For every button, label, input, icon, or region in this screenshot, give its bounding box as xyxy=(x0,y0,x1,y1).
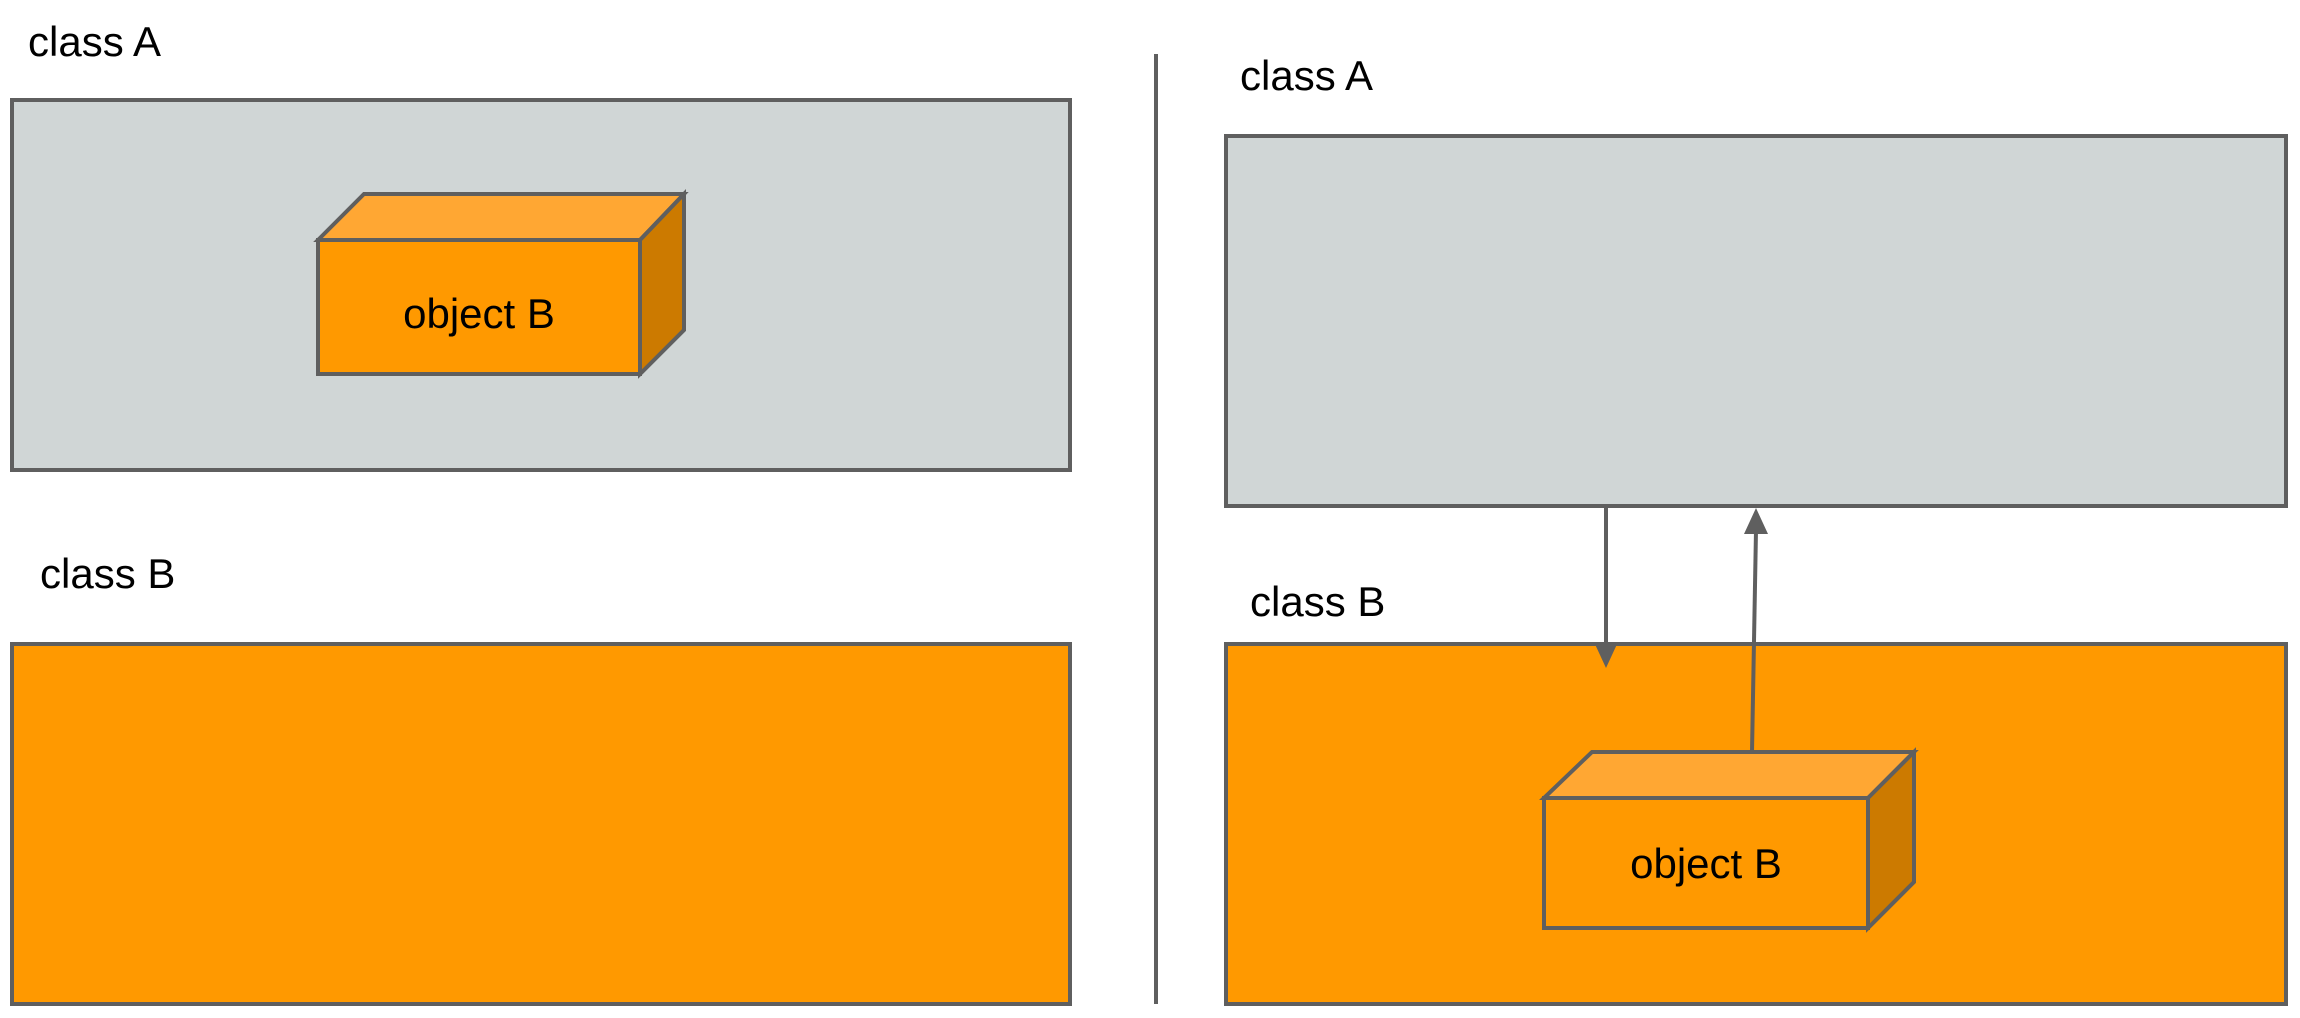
right-object-b-label: object B xyxy=(1630,840,1782,887)
left-object-b-top-face xyxy=(313,192,689,242)
left-object-b-label: object B xyxy=(403,290,555,337)
left-class-a-label: class A xyxy=(28,18,161,65)
right-panel: class A class B object B xyxy=(1224,52,2288,1006)
right-object-b-top-face xyxy=(1539,750,1919,800)
class-a-to-class-b-arrowhead xyxy=(1594,642,1618,668)
object-b-to-class-a-arrowhead xyxy=(1744,508,1768,534)
left-class-b-label: class B xyxy=(40,550,175,597)
right-class-b-label: class B xyxy=(1250,578,1385,625)
left-class-b-box xyxy=(10,642,1072,1006)
right-object-b-box: object B xyxy=(1539,747,1919,933)
left-panel: class A object B class B xyxy=(10,18,1072,1006)
object-b-to-class-a-arrow xyxy=(1750,529,1758,753)
right-object-b-front-face xyxy=(1542,796,1870,930)
left-object-b-box: object B xyxy=(313,189,689,379)
right-class-a-box xyxy=(1224,134,2288,508)
right-class-a-label: class A xyxy=(1240,52,1373,99)
left-object-b-front-face xyxy=(316,238,642,376)
